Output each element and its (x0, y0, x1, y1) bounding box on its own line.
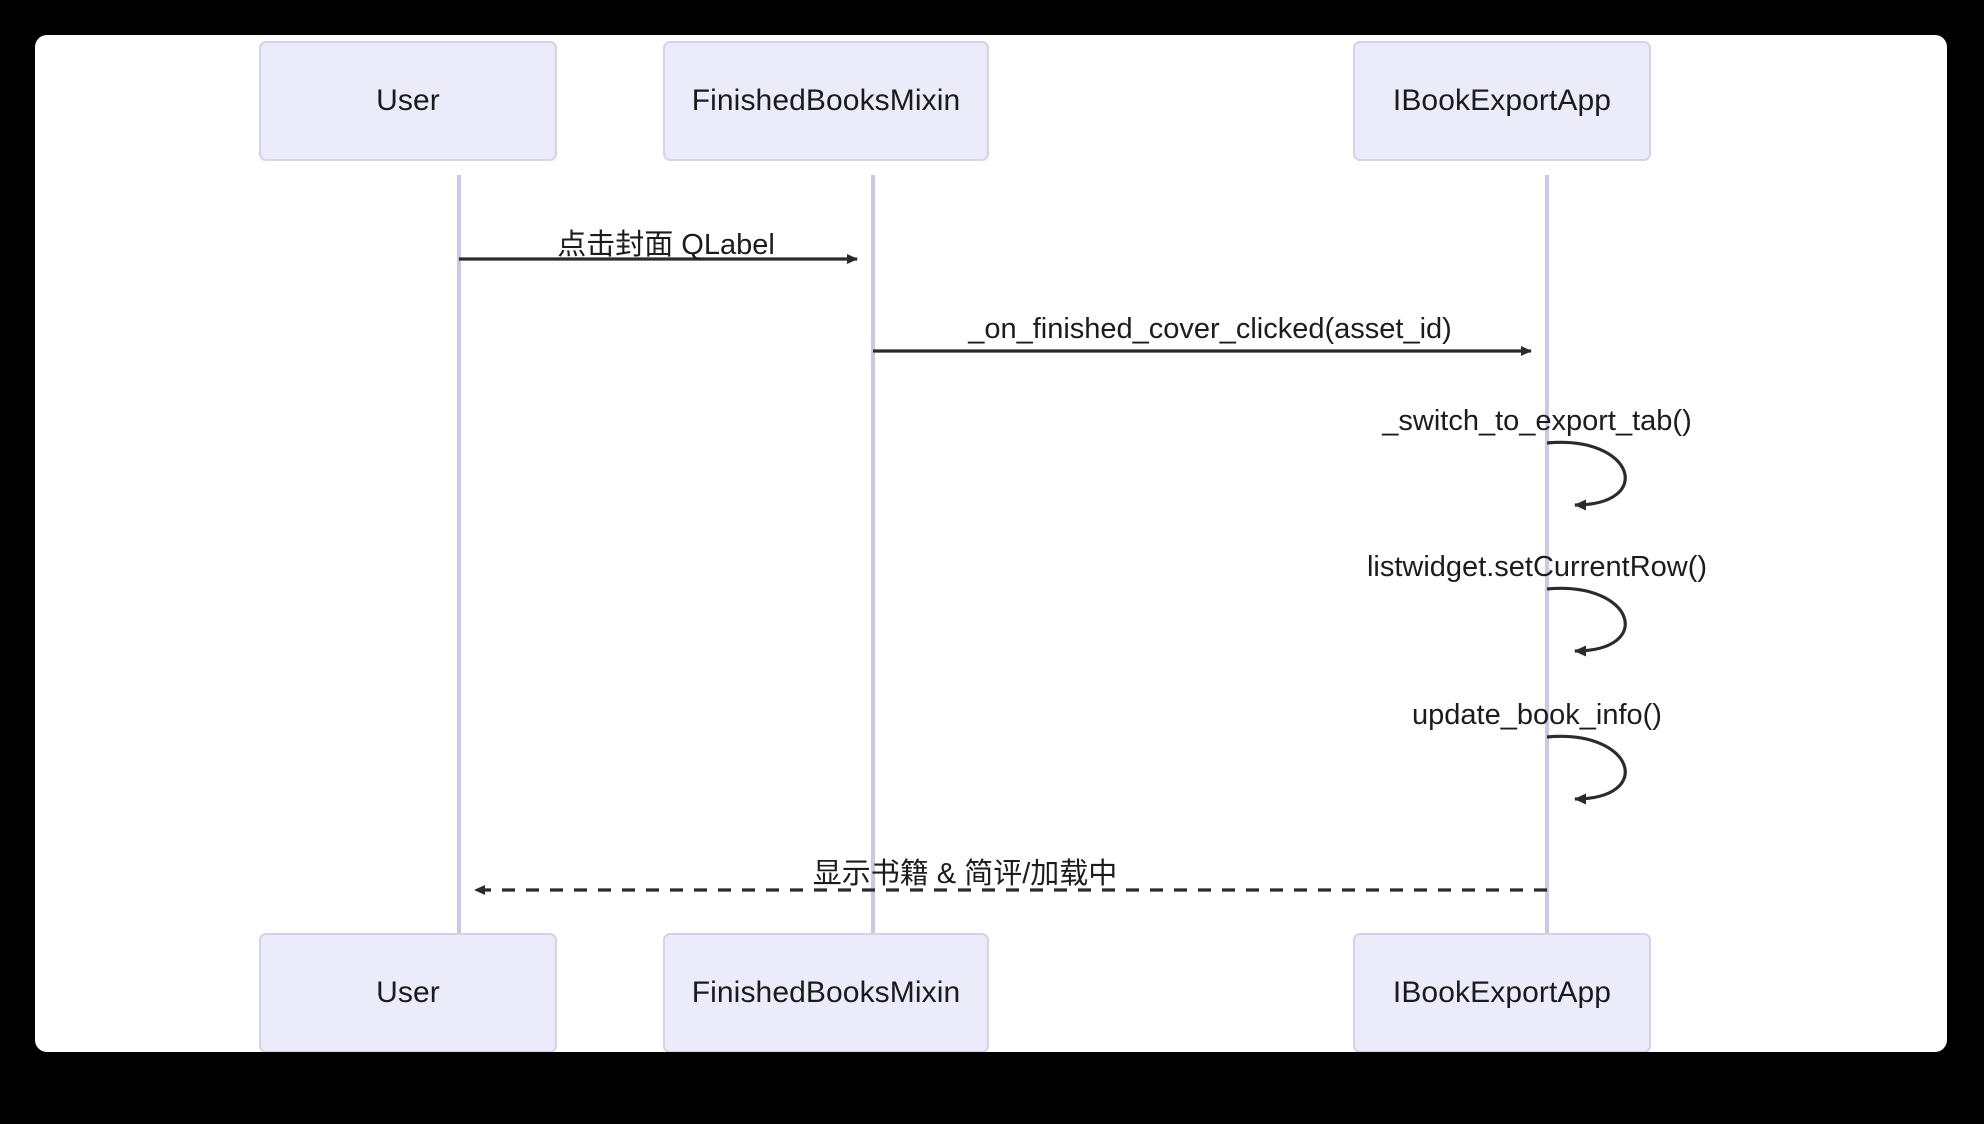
participant-label-mixin-bottom: FinishedBooksMixin (691, 976, 961, 1009)
sequence-diagram: User (dashed return) --> User FinishedBo… (35, 35, 1947, 1052)
message-label-switch-to-export-tab: _switch_to_export_tab() (1382, 405, 1692, 437)
participant-label-user-bottom: User (376, 976, 440, 1009)
message-label-set-current-row: listwidget.setCurrentRow() (1366, 551, 1708, 583)
participant-label-user-top: User (376, 84, 440, 117)
message-label-click-cover: 点击封面 QLabel (557, 229, 775, 261)
message-label-update-book-info: update_book_info() (1412, 699, 1662, 731)
participant-label-app-top: IBookExportApp (1392, 84, 1612, 117)
participant-box-user-bottom[interactable]: User (259, 933, 557, 1052)
participant-box-app-bottom[interactable]: IBookExportApp (1353, 933, 1651, 1052)
participant-box-mixin-top[interactable]: FinishedBooksMixin (663, 41, 989, 161)
message-label-on-finished-cover-clicked: _on_finished_cover_clicked(asset_id) (968, 313, 1452, 345)
self-message-arc-switch-to-export-tab (1546, 440, 1627, 511)
participant-label-app-bottom: IBookExportApp (1392, 976, 1612, 1009)
self-message-arc-update-book-info (1546, 734, 1627, 805)
participant-box-app-top[interactable]: IBookExportApp (1353, 41, 1651, 161)
message-label-show-book-info: 显示书籍 & 简评/加载中 (812, 858, 1118, 890)
participant-label-mixin-top: FinishedBooksMixin (691, 84, 961, 117)
self-message-arc-set-current-row (1546, 586, 1627, 657)
diagram-vector-layer: User (dashed return) --> (457, 175, 1627, 935)
participant-box-mixin-bottom[interactable]: FinishedBooksMixin (663, 933, 989, 1052)
participant-box-user-top[interactable]: User (259, 41, 557, 161)
diagram-canvas: User (dashed return) --> User FinishedBo… (35, 35, 1947, 1052)
